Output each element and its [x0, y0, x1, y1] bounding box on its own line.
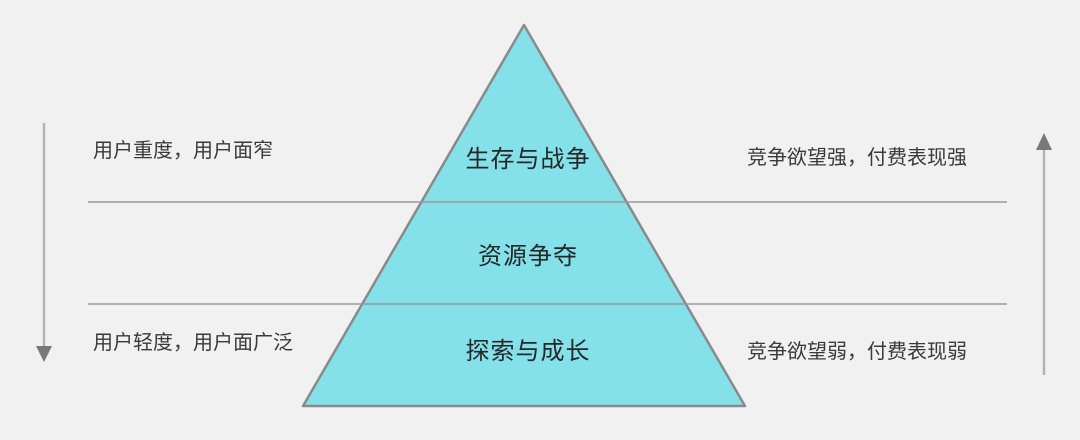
tier-label-exploration-growth: 探索与成长	[465, 338, 591, 365]
tier-label-survival-war: 生存与战争	[465, 146, 591, 173]
tier-label-resource-competition: 资源争夺	[478, 243, 578, 270]
annotation-right-bottom: 竞争欲望弱，付费表现弱	[747, 341, 967, 363]
up-arrow-icon	[1036, 133, 1052, 375]
down-arrow-icon	[36, 123, 52, 362]
pyramid-shape	[301, 23, 747, 408]
annotation-left-top: 用户重度，用户面窄	[93, 140, 273, 162]
annotation-left-bottom: 用户轻度，用户面广泛	[93, 332, 293, 354]
annotation-right-top: 竞争欲望强，付费表现强	[747, 147, 967, 169]
